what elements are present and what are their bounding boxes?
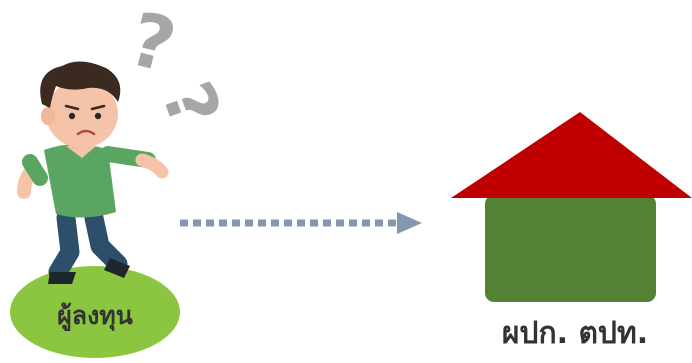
target-label: ผปก. ตปท. [470, 314, 680, 354]
house-icon [451, 112, 692, 302]
house-roof [451, 112, 692, 198]
confused-person-icon [24, 61, 162, 284]
investor-label: ผู้ลงทุน [15, 296, 175, 336]
question-mark-icon-top: ? [121, 0, 183, 90]
question-marks: ? ? [121, 0, 236, 138]
dotted-arrow-icon [180, 212, 422, 234]
house-body [485, 195, 656, 302]
